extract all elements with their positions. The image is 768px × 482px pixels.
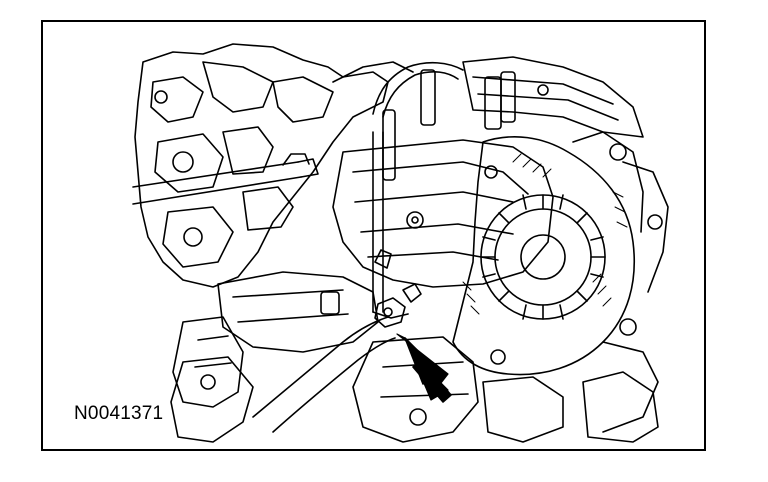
oil-pan <box>170 336 659 443</box>
left-engine-block <box>134 43 389 288</box>
center-head <box>332 131 554 313</box>
engine-line-drawing <box>132 43 669 443</box>
lower-manifold <box>172 271 379 408</box>
right-valve-cover <box>462 56 644 138</box>
right-front-cover <box>452 131 669 433</box>
pointer-arrow <box>396 333 452 403</box>
upper-tubes <box>332 61 516 181</box>
right-cover-hatching <box>462 153 628 315</box>
sensor-bracket <box>372 249 422 328</box>
figure-frame: N0041371 <box>41 20 706 451</box>
diagonal-rod <box>132 153 319 205</box>
lower-hose <box>252 316 396 433</box>
figure-id-label: N0041371 <box>74 403 164 424</box>
